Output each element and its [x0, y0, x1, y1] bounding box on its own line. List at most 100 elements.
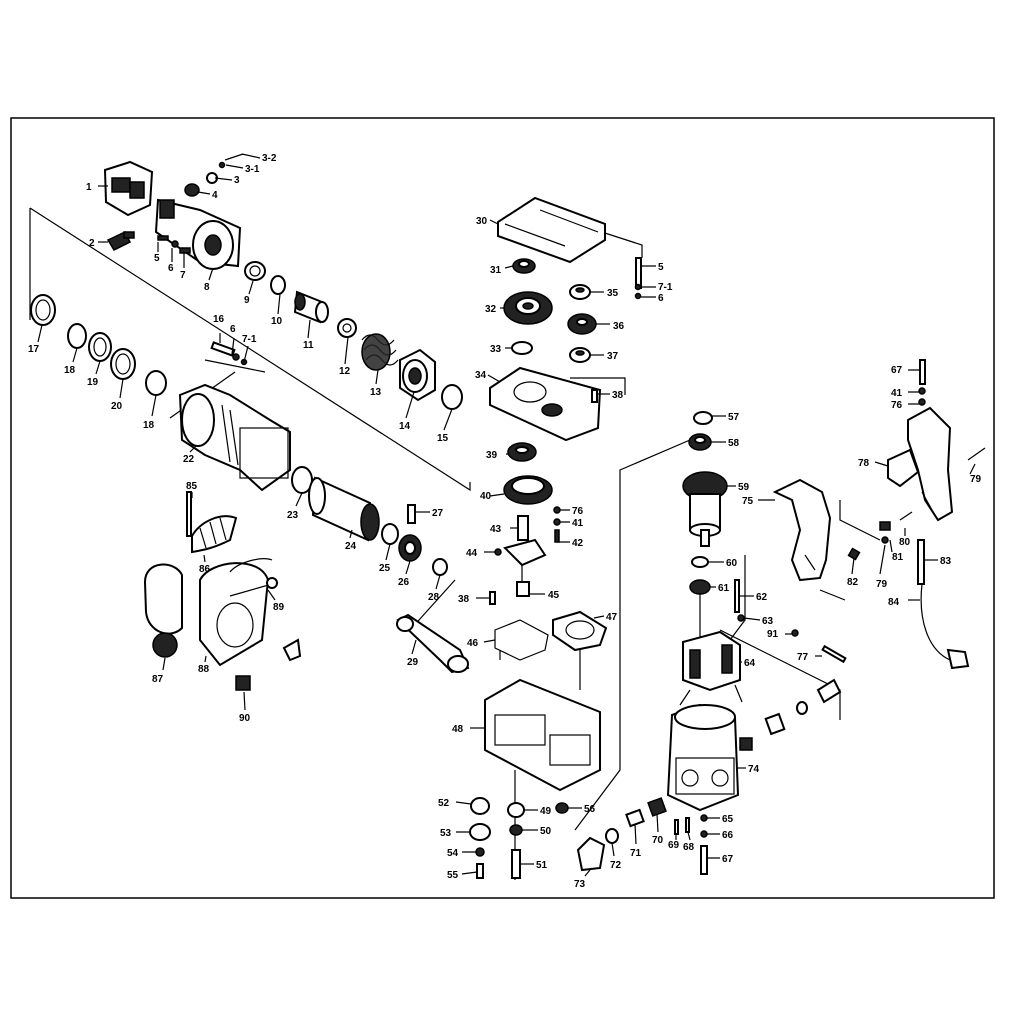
- part-label: 4: [212, 190, 218, 201]
- part-10-ring: [270, 275, 286, 295]
- part-label: 26: [398, 577, 410, 588]
- part-85-pin: [186, 491, 192, 537]
- part-78-switch: [887, 448, 920, 488]
- part-rear-handle: [907, 406, 954, 522]
- part-label: 15: [437, 433, 449, 444]
- part-27-pin: [407, 504, 416, 524]
- part-label: 78: [858, 458, 870, 469]
- part-74-motor-housing: [666, 703, 740, 812]
- part-label: 19: [87, 377, 99, 388]
- part-49-washer: [507, 802, 525, 818]
- part-73-plate: [576, 836, 606, 872]
- part-label: 66: [722, 830, 734, 841]
- part-63-washer: [737, 614, 745, 622]
- part-13-spring: [361, 333, 399, 371]
- part-3-bolt: [206, 153, 244, 184]
- part-46-gasket: [494, 619, 549, 661]
- part-label: 6: [230, 324, 236, 335]
- part-91-77-screws: [791, 629, 847, 664]
- part-label: 51: [536, 860, 548, 871]
- part-label: 41: [891, 388, 903, 399]
- part-small-cap: [282, 638, 302, 662]
- part-label: 9: [244, 295, 250, 306]
- part-label: 31: [490, 265, 502, 276]
- part-label: 76: [891, 400, 903, 411]
- part-label: 33: [490, 344, 502, 355]
- part-22-cylinder-housing: [178, 383, 291, 492]
- part-38-pin-b: [489, 591, 496, 605]
- part-label: 39: [486, 450, 498, 461]
- part-label: 75: [742, 496, 754, 507]
- part-16-bolt: [210, 341, 248, 366]
- part-83-84-power-cord: [917, 539, 970, 670]
- part-60-washer: [691, 556, 709, 568]
- part-28-ring: [432, 558, 448, 576]
- part-label: 69: [668, 840, 680, 851]
- part-4-nut: [184, 183, 200, 197]
- part-label: 3: [234, 175, 240, 186]
- part-26-bearing: [398, 534, 422, 562]
- part-9-bushing: [244, 261, 266, 281]
- part-label: 6: [168, 263, 174, 274]
- part-label: 71: [630, 848, 642, 859]
- part-label: 14: [399, 421, 411, 432]
- part-44-key: [494, 548, 502, 556]
- part-87-knob: [152, 632, 178, 658]
- part-label: 53: [440, 828, 452, 839]
- part-72-cap: [605, 828, 619, 844]
- part-label: 72: [610, 860, 622, 871]
- part-label: 29: [407, 657, 419, 668]
- part-label: 23: [287, 510, 299, 521]
- part-label: 65: [722, 814, 734, 825]
- part-75-side-handle: [772, 478, 832, 582]
- part-label: 7-1: [242, 334, 257, 345]
- part-label: 85: [186, 481, 198, 492]
- diagram-frame: [10, 117, 995, 899]
- part-label: 79: [970, 474, 982, 485]
- part-1-cap: [103, 160, 154, 217]
- part-label: 79: [876, 579, 888, 590]
- part-label: 83: [940, 556, 952, 567]
- part-50-nut: [509, 824, 523, 836]
- part-label: 27: [432, 508, 444, 519]
- part-label: 52: [438, 798, 450, 809]
- part-47-gasket: [552, 610, 608, 652]
- part-86-grip: [191, 515, 238, 554]
- part-90-nut: [235, 675, 251, 691]
- part-64-stator: [679, 630, 743, 706]
- part-label: 38: [612, 390, 624, 401]
- part-label: 12: [339, 366, 351, 377]
- part-32-gear: [503, 291, 553, 325]
- part-label: 3-1: [245, 164, 260, 175]
- part-89-bolt: [229, 577, 278, 597]
- part-label: 70: [652, 835, 664, 846]
- part-label: 64: [744, 658, 756, 669]
- part-label: 77: [797, 652, 809, 663]
- part-label: 49: [540, 806, 552, 817]
- part-38-pin: [591, 389, 598, 403]
- part-17-ring: [30, 294, 56, 326]
- motor-side-fasteners: [739, 678, 842, 751]
- part-41-76-42-fasteners: [553, 506, 561, 543]
- part-label: 63: [762, 616, 774, 627]
- part-34-gear-housing: [489, 366, 602, 442]
- part-56-plug: [555, 802, 569, 814]
- part-label: 30: [476, 216, 488, 227]
- part-label: 43: [490, 524, 502, 535]
- part-5-long-bolt: [634, 257, 642, 300]
- part-58-bearing: [688, 433, 712, 451]
- part-43-crank-shaft: [503, 515, 547, 567]
- part-57-ring: [693, 411, 713, 425]
- part-label: 11: [303, 340, 314, 351]
- part-70-brush-holder: [647, 797, 667, 817]
- part-2-screw: [106, 231, 135, 251]
- part-label: 73: [574, 879, 586, 890]
- part-label: 58: [728, 438, 740, 449]
- part-label: 56: [584, 804, 596, 815]
- part-67-41-76-top-fasteners: [918, 359, 926, 406]
- part-label: 88: [198, 664, 210, 675]
- part-48-crankcase: [484, 678, 601, 792]
- part-label: 62: [756, 592, 768, 603]
- part-label: 18: [64, 365, 76, 376]
